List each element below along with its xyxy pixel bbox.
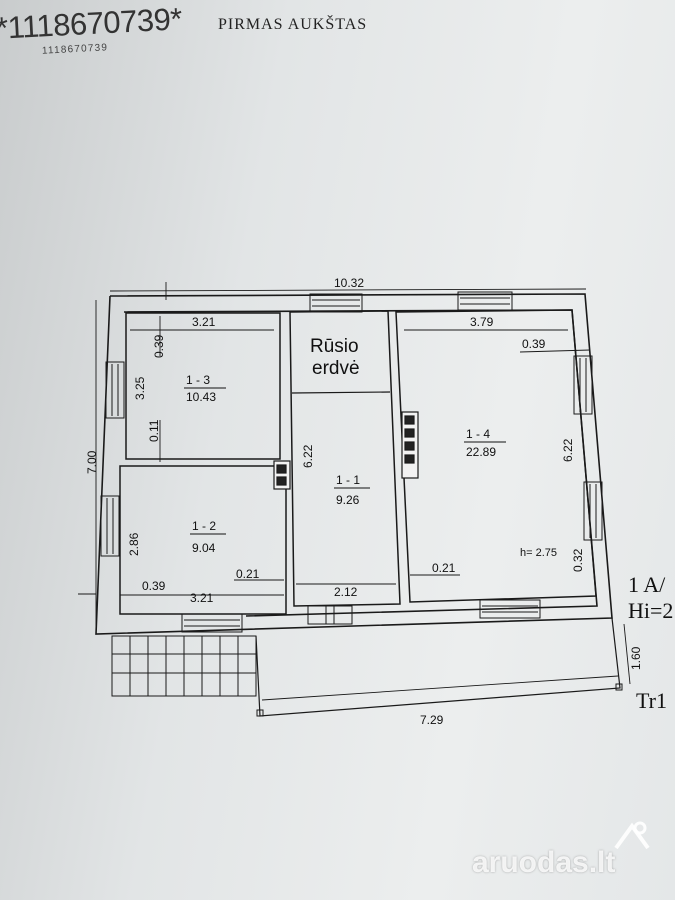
room-1-4-area: 22.89: [466, 445, 496, 459]
dimension-labels: 10.32 7.00 3.21 0.39 3.25 0.11 2.86 0.39…: [85, 276, 643, 727]
basement-label-line2: erdvė: [312, 358, 360, 379]
basement-divider: [291, 391, 391, 394]
dim-0-32: 0.32: [571, 548, 585, 572]
window-left-upper: [105, 361, 125, 419]
room-1-4-id: 1 - 4: [466, 427, 490, 441]
dim-2-86: 2.86: [127, 532, 141, 556]
room-labels: 1 - 3 10.43 1 - 2 9.04 1 - 1 9.26 1 - 4 …: [184, 336, 506, 555]
windows: [100, 291, 603, 633]
window-bottom-left: [181, 613, 243, 633]
window-right-lower: [583, 481, 603, 541]
dim-3-21-bottom: 3.21: [190, 591, 214, 605]
dim-3-25: 3.25: [133, 376, 147, 400]
dimension-lines: [78, 282, 631, 701]
dim-0-39-r14: 0.39: [522, 337, 546, 351]
side-note-top: 1 A/: [628, 572, 666, 597]
dim-0-21-r12: 0.21: [236, 567, 260, 581]
dim-terrace-depth: 1.60: [629, 646, 643, 670]
dim-2-12: 2.12: [334, 585, 358, 599]
room-1-1-area: 9.26: [336, 493, 360, 507]
window-top-mid: [309, 293, 363, 313]
dim-0-39-r12: 0.39: [142, 579, 166, 593]
dim-0-21-r14: 0.21: [432, 561, 456, 575]
room-1-3-outline: [125, 312, 281, 460]
room-1-1-outline: [289, 310, 401, 607]
dim-6-22-right: 6.22: [561, 438, 575, 462]
dim-overall-width-label: 10.32: [334, 276, 364, 290]
room-1-2-area: 9.04: [192, 541, 216, 555]
room-1-3-id: 1 - 3: [186, 373, 210, 387]
room-1-2-id: 1 - 2: [192, 519, 216, 533]
terrace-code: Tr1: [636, 688, 667, 713]
watermark-house-icon: [614, 821, 650, 850]
dim-3-79: 3.79: [470, 315, 494, 329]
window-bottom-right: [479, 599, 541, 619]
inner-wall-outline: [123, 309, 598, 617]
side-note-bottom: Hi=2: [628, 598, 674, 623]
dim-6-22-mid: 6.22: [301, 444, 315, 468]
window-left-lower: [100, 495, 120, 557]
dim-0-11: 0.11: [147, 419, 161, 442]
window-right-upper: [573, 355, 593, 415]
stairs: [111, 635, 257, 697]
room-1-1-id: 1 - 1: [336, 473, 360, 487]
basement-label-line1: Rūsio: [310, 336, 359, 357]
room-1-4-outline: [395, 309, 597, 603]
dim-3-21-top: 3.21: [192, 315, 216, 329]
stove-blocks: [273, 411, 419, 490]
window-top-right: [457, 291, 513, 311]
door-bottom-mid: [307, 605, 353, 625]
terrace-outline: [255, 617, 621, 717]
dim-overall-height-label: 7.00: [85, 450, 99, 474]
room-height-label: h= 2.75: [520, 547, 557, 559]
watermark-logo: aruodas.lt: [472, 846, 616, 879]
floor-title: PIRMAS AUKŠTAS: [218, 16, 368, 33]
dim-terrace-width: 7.29: [420, 713, 444, 727]
room-1-3-area: 10.43: [186, 390, 216, 404]
dim-0-39-r13: 0.39: [152, 334, 166, 358]
